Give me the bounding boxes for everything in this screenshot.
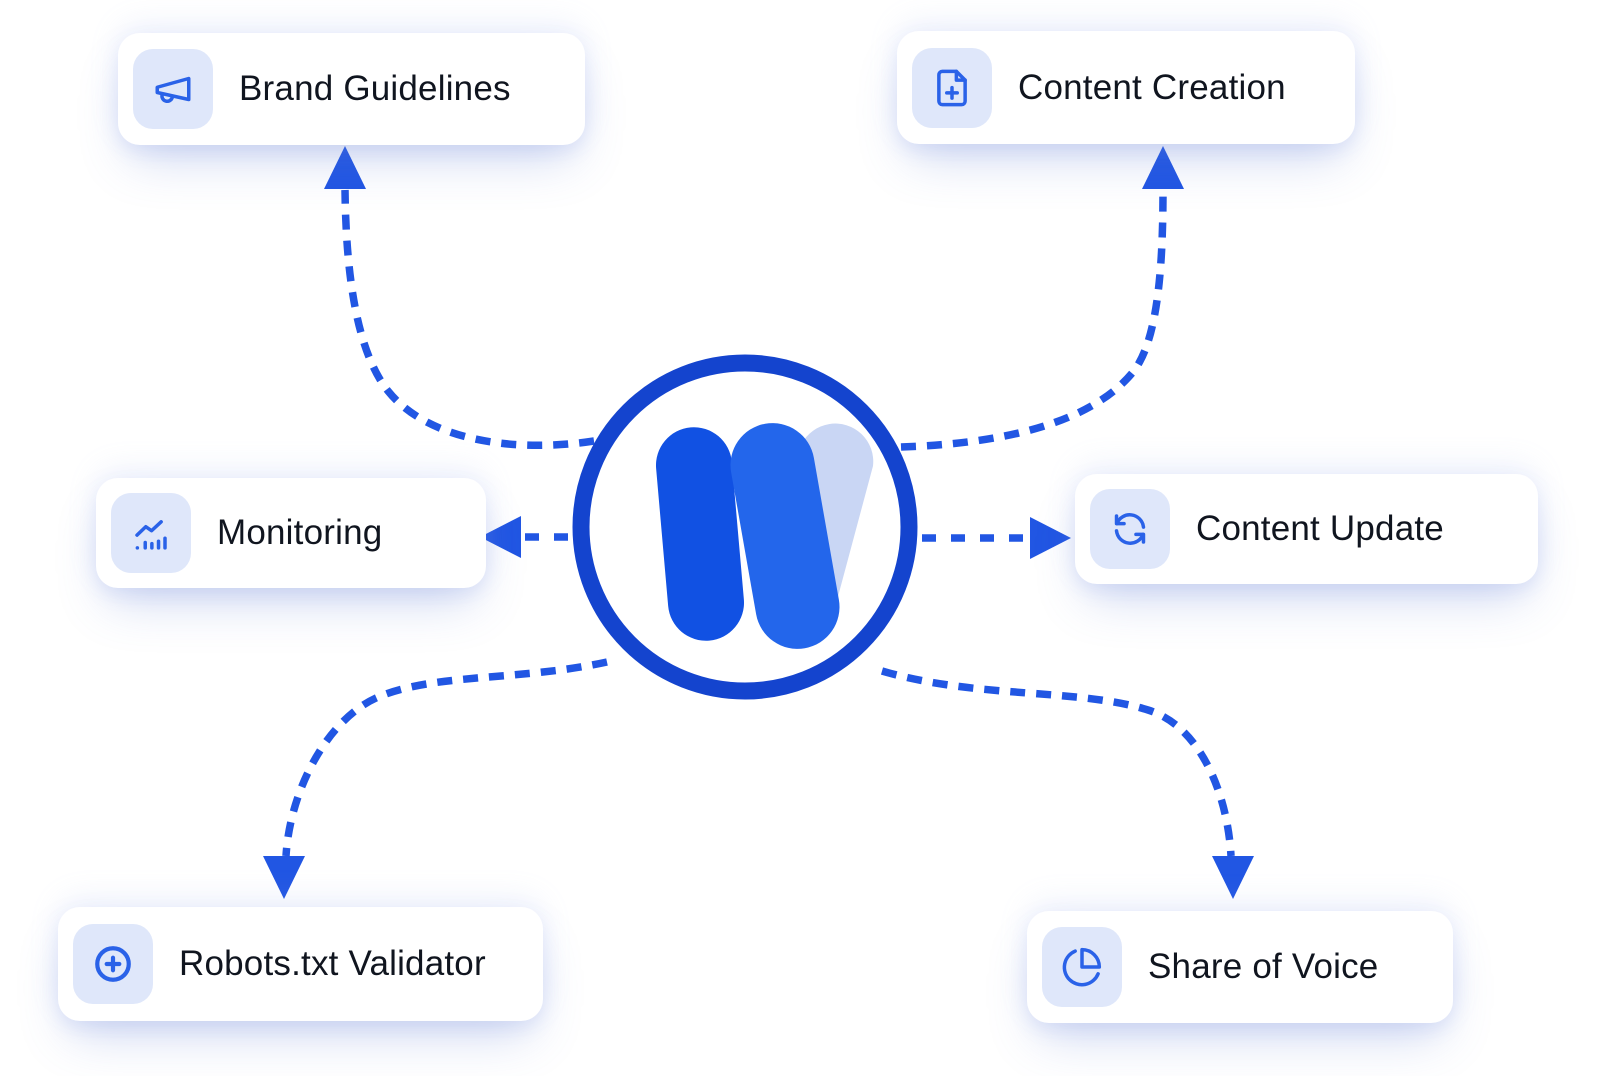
node-label: Brand Guidelines [239, 69, 511, 108]
icon-tile [912, 47, 992, 128]
node-label: Share of Voice [1148, 947, 1379, 986]
node-label: Content Update [1196, 509, 1444, 548]
arrowhead-down-icon [263, 856, 305, 899]
icon-tile [1090, 489, 1170, 569]
megaphone-icon [155, 76, 191, 103]
arrowhead-up-icon [324, 146, 366, 189]
node-monitoring[interactable]: Monitoring [96, 478, 486, 588]
node-label: Content Creation [1018, 67, 1286, 107]
arrowhead-left-icon [480, 516, 521, 558]
icon-tile [111, 493, 191, 573]
connector-top-right [900, 146, 1184, 451]
refresh-icon [1114, 513, 1146, 545]
connector-bottom-right [880, 667, 1254, 899]
node-label: Robots.txt Validator [179, 944, 486, 983]
arrowhead-up-icon [1142, 146, 1184, 189]
node-content-creation[interactable]: Content Creation [897, 31, 1355, 144]
connector-bottom-left [263, 658, 608, 899]
connector-right [922, 517, 1071, 559]
node-share-of-voice[interactable]: Share of Voice [1027, 911, 1453, 1023]
arrowhead-down-icon [1212, 856, 1254, 899]
arrowhead-right-icon [1030, 517, 1071, 559]
node-content-update[interactable]: Content Update [1075, 474, 1538, 584]
file-plus-icon [937, 69, 967, 106]
icon-tile [133, 49, 213, 129]
icon-tile [1042, 927, 1122, 1007]
pie-chart-icon [1062, 947, 1102, 987]
connector-left [480, 516, 568, 558]
node-label: Monitoring [217, 513, 383, 552]
w-logo-icon [572, 354, 918, 700]
connector-top-left [324, 146, 595, 450]
plus-circle-icon [95, 946, 131, 982]
chart-icon [135, 520, 167, 550]
icon-tile [73, 924, 153, 1004]
center-logo-hub [570, 352, 920, 702]
node-brand-guidelines[interactable]: Brand Guidelines [118, 33, 585, 145]
node-robots-txt-validator[interactable]: Robots.txt Validator [58, 907, 543, 1021]
